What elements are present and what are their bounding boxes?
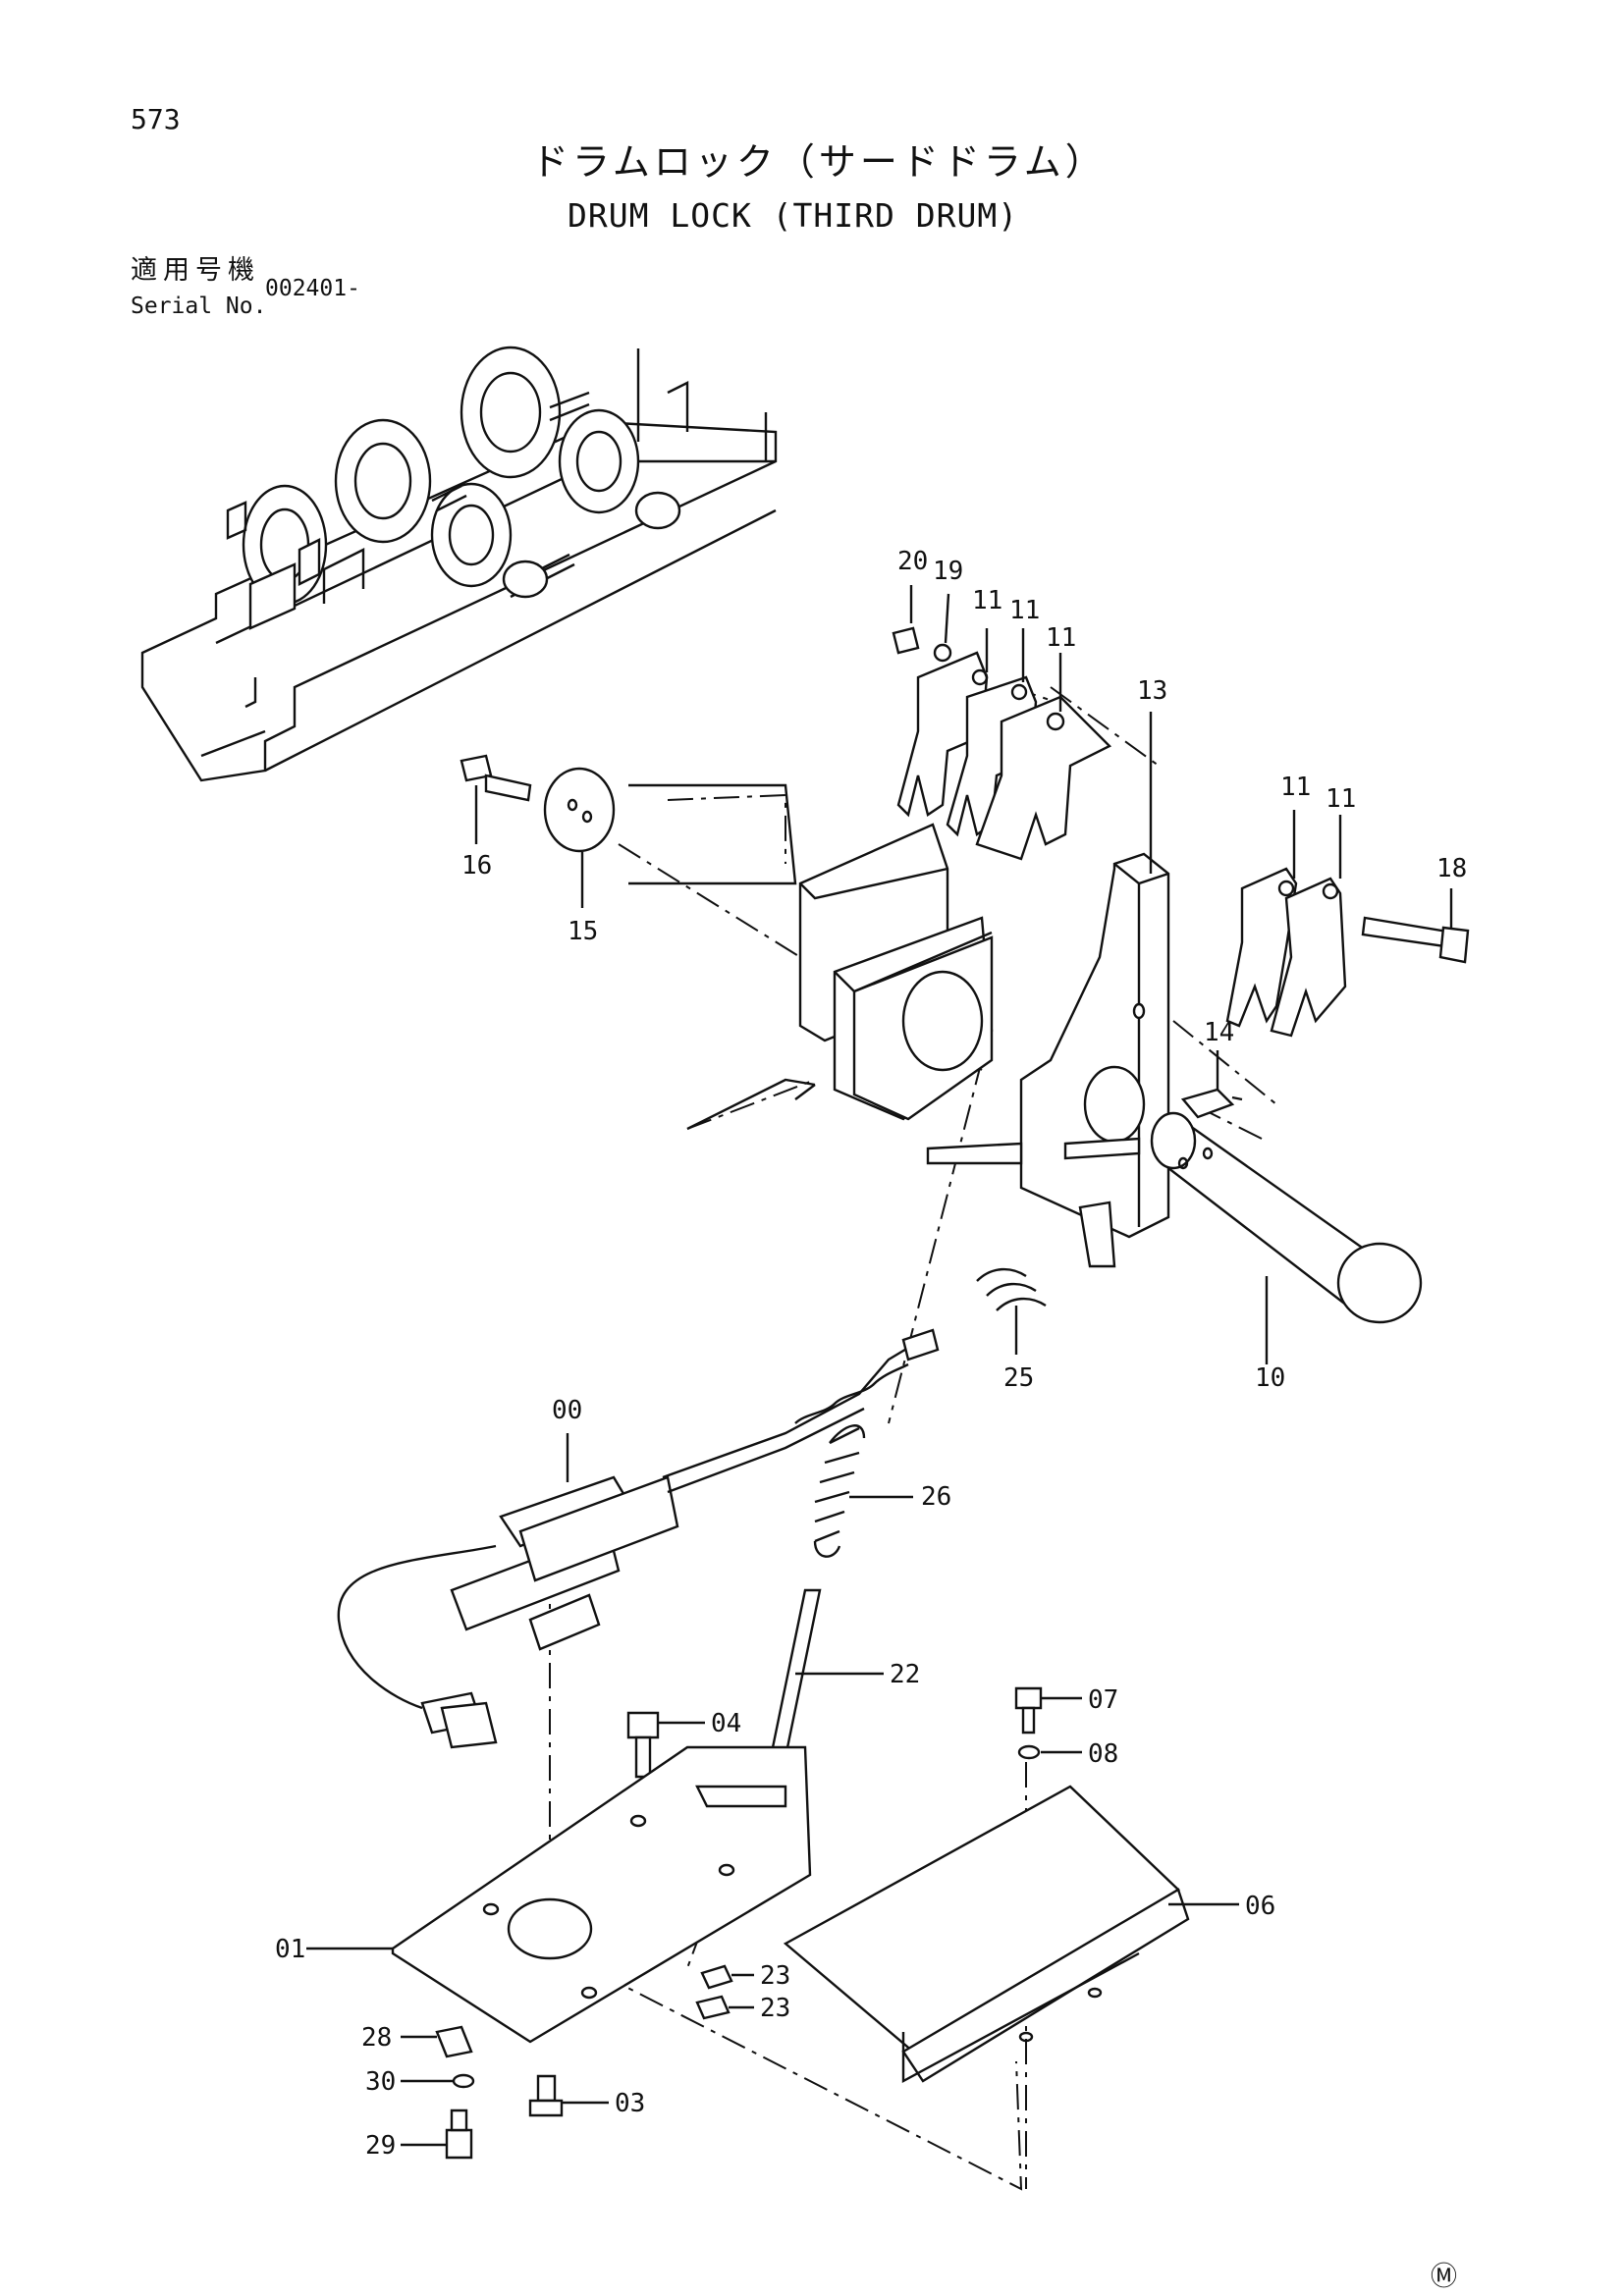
part-label-06: 06 — [1245, 1892, 1275, 1921]
leader-lines — [306, 585, 1453, 2147]
part-label-11a: 11 — [972, 586, 1002, 615]
bracket-plate-01 — [391, 1745, 812, 2044]
fork-plates — [896, 651, 1347, 1038]
grease-fitting — [1180, 1088, 1243, 1119]
serial-label-japanese: 適用号機 — [131, 255, 260, 286]
serial-label-english: Serial No. — [131, 294, 267, 319]
part-label-26: 26 — [921, 1482, 951, 1512]
part-label-07: 07 — [1088, 1685, 1118, 1715]
part-label-18: 18 — [1436, 854, 1467, 883]
winch-overview-illustration — [140, 346, 778, 782]
lock-plate-part — [926, 852, 1170, 1268]
part-label-03: 03 — [615, 2089, 645, 2118]
bolt-18 — [1361, 916, 1470, 964]
part-label-25: 25 — [1003, 1363, 1034, 1393]
page-number: 573 — [131, 103, 181, 135]
bolt-07-washer-08 — [1014, 1686, 1043, 1760]
cap-and-bolt — [460, 754, 616, 853]
serial-number-value: 002401- — [265, 276, 360, 301]
page-title-english: DRUM LOCK (THIRD DRUM) — [568, 196, 1019, 235]
actuator-assembly — [337, 1328, 940, 1749]
part-label-15: 15 — [568, 917, 598, 946]
part-label-11c: 11 — [1046, 623, 1076, 653]
small-fasteners-lower-left — [435, 2025, 564, 2160]
part-label-11e: 11 — [1326, 784, 1356, 814]
springs — [813, 1267, 1047, 1558]
nuts-23 — [695, 1964, 733, 2020]
part-label-22: 22 — [890, 1660, 920, 1689]
part-label-10: 10 — [1255, 1363, 1285, 1393]
part-label-23b: 23 — [760, 1994, 790, 2023]
manual-mark-icon: Ⓜ — [1431, 2262, 1457, 2292]
bolt-04 — [626, 1711, 660, 1779]
part-label-11b: 11 — [1009, 596, 1040, 625]
part-label-28: 28 — [361, 2023, 392, 2053]
part-number-labels: 20 19 11 11 11 13 11 11 18 14 10 25 16 1… — [275, 547, 1467, 2161]
part-label-20: 20 — [897, 547, 928, 576]
part-label-23a: 23 — [760, 1961, 790, 1991]
part-label-04: 04 — [711, 1709, 741, 1738]
part-label-13: 13 — [1137, 676, 1167, 706]
part-label-14: 14 — [1204, 1018, 1234, 1047]
part-label-00: 00 — [552, 1396, 582, 1425]
part-label-11d: 11 — [1280, 773, 1311, 802]
shaft-housing — [628, 783, 994, 1131]
part-label-16: 16 — [461, 851, 492, 881]
part-label-01: 01 — [275, 1935, 305, 1964]
cover-06 — [783, 1785, 1190, 2084]
part-label-19: 19 — [933, 557, 963, 586]
part-label-30: 30 — [365, 2067, 396, 2097]
part-label-29: 29 — [365, 2131, 396, 2161]
page-title-japanese: ドラムロック（サードドラム） — [531, 140, 1107, 184]
part-label-08: 08 — [1088, 1739, 1118, 1769]
nut-and-ring — [892, 626, 952, 663]
pin-part — [1150, 1111, 1423, 1324]
